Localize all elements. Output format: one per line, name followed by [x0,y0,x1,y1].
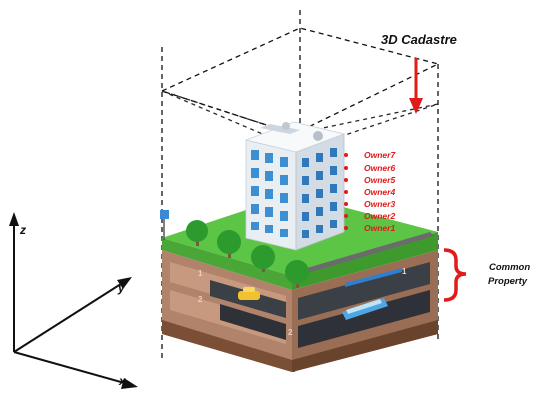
tree-icon [251,245,275,272]
blue-bus-icon [342,298,388,320]
cadastre-title: 3D Cadastre [381,32,457,47]
common-property-label: Property [488,276,528,287]
tree-icon [285,260,309,288]
floor-number: 2 [198,295,203,304]
y-axis-label: y [117,281,126,295]
tree-icon [186,220,208,246]
z-axis-label: z [19,223,26,237]
blue-barrier-icon [345,268,402,287]
axis-system [9,212,138,389]
tree-icon [217,230,241,258]
x-axis-label: x [118,374,127,388]
brace-icon [443,248,467,302]
owner-label: Owner4 [364,187,395,197]
common-property-label: Common [489,262,530,273]
owner-label: Owner5 [364,175,395,185]
owner-label: Owner6 [364,163,395,173]
owner-markers [344,153,348,230]
floor-number: 2 [288,328,293,337]
owner-label: Owner1 [364,223,395,233]
owner-label: Owner3 [364,199,395,209]
building [244,121,346,251]
street-sign-icon [160,210,169,240]
floor-number: 1 [198,269,203,278]
owner-label: Owner2 [364,211,395,221]
underground-block [162,250,438,372]
owner-label: Owner7 [364,150,396,160]
down-arrow-icon [409,58,423,114]
yellow-car-icon [238,287,260,300]
floor-number: 1 [402,267,407,276]
